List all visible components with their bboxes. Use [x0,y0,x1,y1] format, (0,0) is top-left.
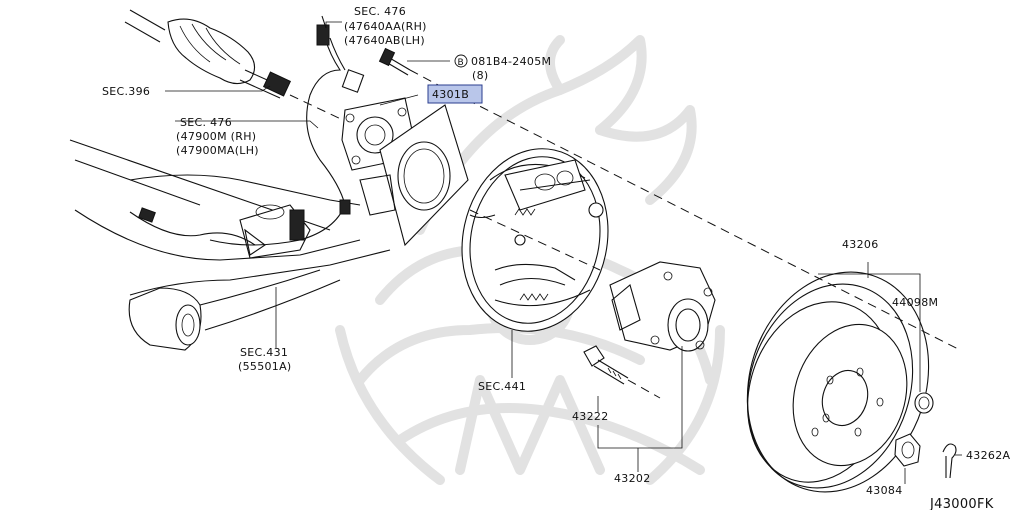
label-43202: 43202 [614,472,651,485]
highlight-4301b [427,84,483,104]
hub-assembly [609,261,716,352]
bolt-circle-marker [454,54,468,68]
label-sec-476-mid: SEC. 476 [180,116,232,129]
label-sec-431: SEC.431 [240,346,288,359]
label-sec-396: SEC.396 [102,85,150,98]
label-55501a: (55501A) [238,360,292,373]
small-parts [894,392,957,479]
label-43222: 43222 [572,410,609,423]
assembly-axis-2 [469,209,601,271]
label-43262a: 43262A [966,449,1010,462]
backing-plate-gasket [359,104,469,247]
label-sec-441: SEC.441 [478,380,526,393]
watermark-logo [335,35,725,485]
drive-shaft [124,9,361,129]
brake-backing-plate [461,148,609,332]
label-sec-476-top: SEC. 476 [354,5,406,18]
label-44098m: 44098M [892,296,938,309]
label-4301b: 4301B [432,88,469,101]
axle-beam [69,139,391,351]
label-bolt-qty: (8) [472,69,488,82]
brake-drum [746,271,930,493]
label-47640ab: (47640AB(LH) [344,34,425,47]
diagram-code: J43000FK [929,497,994,510]
abs-sensor-harness [209,15,365,246]
assembly-axis [439,85,961,351]
hub-bolt [583,345,661,399]
leader-lines [165,21,962,484]
label-bolt-circle: B [458,58,464,68]
label-43206: 43206 [842,238,879,251]
label-43084: 43084 [866,484,903,497]
label-47640aa: (47640AA(RH) [344,20,427,33]
label-bolt-code: 081B4-2405M [471,55,551,68]
label-47900m: (47900M (RH) [176,130,256,143]
callout-labels: SEC. 476 (47640AA(RH) (47640AB(LH) B 081… [102,5,1010,512]
label-47900ma: (47900MA(LH) [176,144,259,157]
